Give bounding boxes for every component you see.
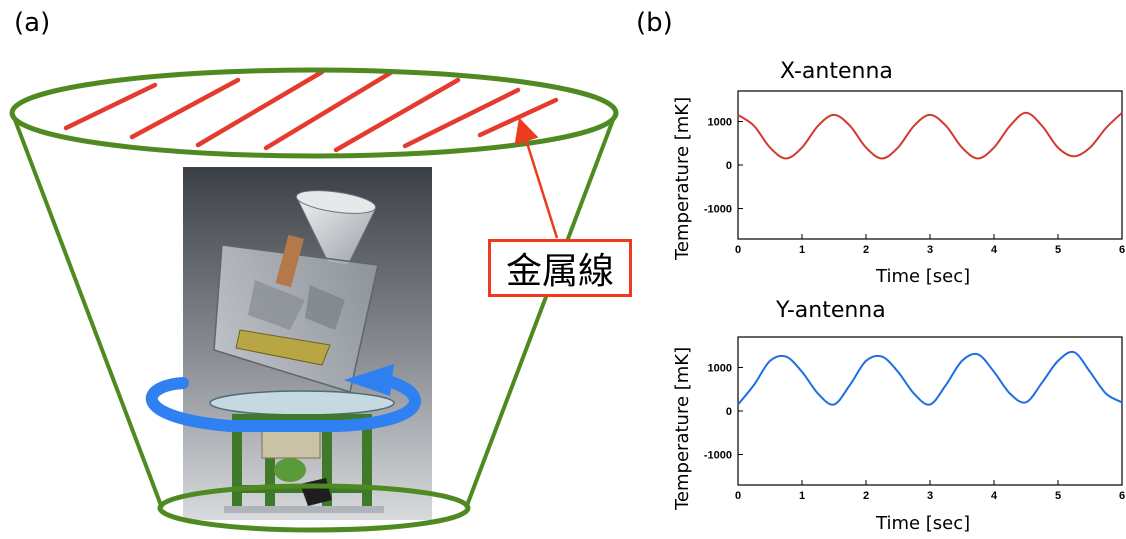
x-tick-label: 6	[1119, 244, 1125, 256]
plot-frame	[737, 336, 1123, 486]
x-tick-label: 1	[799, 490, 805, 502]
chart-title: Y-antenna	[775, 298, 886, 323]
y-ticks: 1000 0 -1000	[704, 116, 743, 216]
cone-top-rim	[9, 67, 619, 159]
x-tick-label: 3	[927, 244, 933, 256]
x-tick-label: 6	[1119, 490, 1125, 502]
y-tick-label: 0	[726, 160, 732, 172]
x-tick-label: 1	[799, 244, 805, 256]
y-tick-label: -1000	[704, 204, 732, 216]
x-tick-label: 4	[991, 244, 998, 256]
x-axis-label: Time [sec]	[875, 513, 970, 534]
plot-frame	[737, 90, 1123, 240]
x-ticks: 0 1 2 3 4 5 6	[735, 480, 1125, 502]
cone-outline	[10, 111, 618, 533]
y-tick-label: -1000	[704, 450, 732, 462]
x-tick-label: 2	[863, 244, 869, 256]
panel-a-label: (a)	[14, 8, 51, 38]
chart-title: X-antenna	[780, 59, 893, 84]
metal-wire-callout: 金属線	[488, 239, 632, 297]
y-tick-label: 0	[726, 406, 732, 418]
y-tick-label: 1000	[708, 116, 732, 128]
y-axis-label: Temperature [mK]	[672, 347, 693, 511]
x-tick-label: 5	[1055, 490, 1061, 502]
series-line	[737, 350, 1123, 406]
callout-arrow	[514, 117, 559, 239]
x-tick-label: 0	[735, 244, 741, 256]
x-tick-label: 2	[863, 490, 869, 502]
y-axis-label: Temperature [mK]	[672, 97, 693, 261]
panel-b-label: (b)	[636, 8, 673, 38]
x-tick-label: 4	[991, 490, 998, 502]
telescope-photo	[183, 167, 432, 520]
x-axis-label: Time [sec]	[875, 266, 970, 287]
y-ticks: 1000 0 -1000	[704, 362, 743, 462]
rotation-arrow-icon	[145, 364, 421, 432]
x-ticks: 0 1 2 3 4 5 6	[735, 234, 1125, 256]
x-tick-label: 5	[1055, 244, 1061, 256]
wire-stripes	[63, 69, 559, 153]
x-tick-label: 0	[735, 490, 741, 502]
series-line	[737, 111, 1123, 160]
cone-diagram	[9, 67, 619, 533]
x-tick-label: 3	[927, 490, 933, 502]
y-tick-label: 1000	[708, 362, 732, 374]
